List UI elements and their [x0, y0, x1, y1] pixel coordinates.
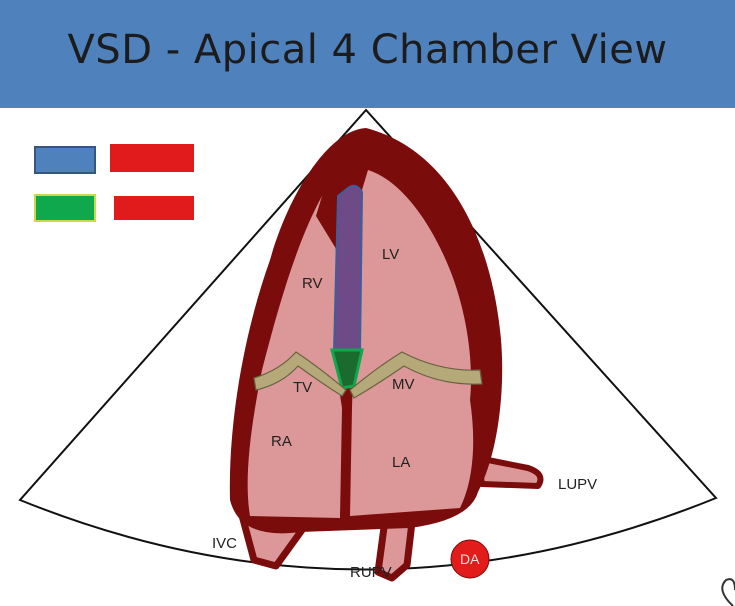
- label-ra: RA: [271, 433, 292, 450]
- label-tv: TV: [293, 379, 312, 396]
- title-bar: VSD - Apical 4 Chamber View: [0, 0, 735, 108]
- label-da: DA: [460, 551, 480, 567]
- ventricular-septum-vsd: [332, 184, 364, 353]
- label-rv: RV: [302, 275, 323, 292]
- left-chambers: [350, 170, 474, 516]
- atrial-septum: [340, 396, 350, 520]
- label-mv: MV: [392, 376, 415, 393]
- label-rupv: RUPV: [350, 564, 392, 581]
- mitral-valve: [349, 351, 483, 399]
- tricuspid-valve: [253, 351, 347, 397]
- label-ivc: IVC: [212, 535, 237, 552]
- label-la: LA: [392, 454, 410, 471]
- page-title: VSD - Apical 4 Chamber View: [67, 27, 668, 73]
- legend-red-bar-2: [114, 196, 194, 220]
- legend-red-bar-1: [110, 144, 194, 172]
- legend-green-swatch: [34, 194, 96, 222]
- label-lupv: LUPV: [558, 476, 597, 493]
- label-lv: LV: [382, 246, 399, 263]
- legend-blue-swatch: [34, 146, 96, 174]
- corner-glyph: [721, 578, 735, 606]
- lupv-vessel: [475, 455, 544, 489]
- da-circle: [450, 539, 490, 579]
